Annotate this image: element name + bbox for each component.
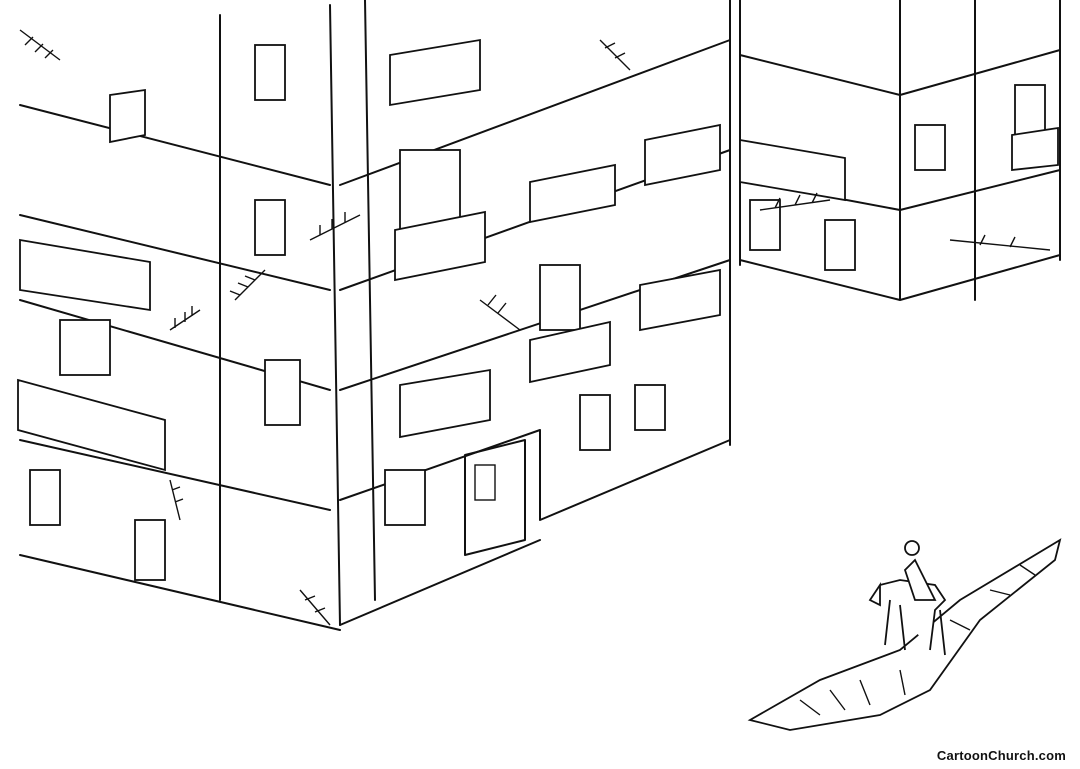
- balconies: [17, 38, 1059, 472]
- palm-fronds: [19, 29, 1051, 626]
- credit-text: CartoonChurch.com: [936, 748, 1066, 763]
- donkey-rider: [747, 538, 1062, 731]
- right-building: [739, 0, 1061, 301]
- main-building: [19, 0, 731, 631]
